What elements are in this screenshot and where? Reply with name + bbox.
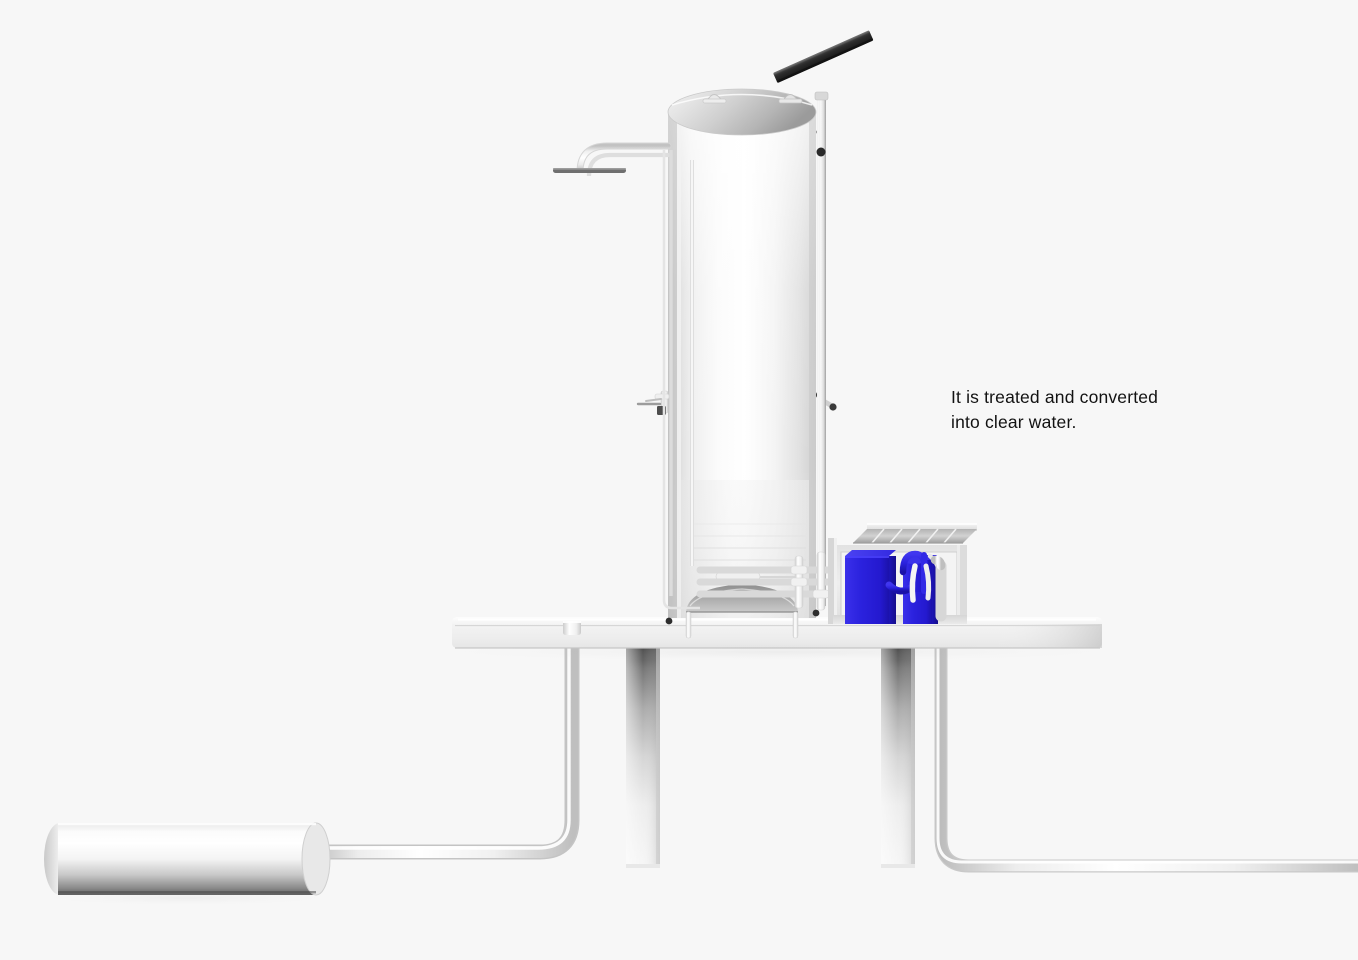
tank-to-enclosure-pipes [696, 551, 849, 611]
shower-head-outlet [553, 142, 700, 610]
intake-pipe-collar [563, 621, 581, 635]
solar-panel-pole [816, 94, 826, 606]
intake-pipe [304, 624, 580, 860]
outlet-pipe [934, 593, 1358, 873]
enclosure-louvered-roof [853, 523, 977, 544]
outlet-riser [930, 555, 947, 622]
tank-lifting-lug-left [702, 94, 727, 104]
deck-shadow [448, 643, 1108, 661]
tank-bolt [665, 617, 673, 625]
intake-reservoir [44, 822, 331, 896]
reservoir-shadow [46, 891, 326, 905]
tank-internal-baffles [690, 523, 806, 561]
solar-panel-assembly [773, 30, 874, 606]
platform-leg-right [881, 646, 915, 868]
tank-support-feet [685, 611, 799, 639]
tank-bolt [812, 609, 820, 617]
platform-leg-left [626, 646, 660, 868]
tank-lifting-lug-right [778, 94, 803, 104]
caption-text: It is treated and converted into clear w… [951, 387, 1159, 432]
solar-panel [773, 30, 874, 83]
storage-tank [665, 88, 822, 639]
